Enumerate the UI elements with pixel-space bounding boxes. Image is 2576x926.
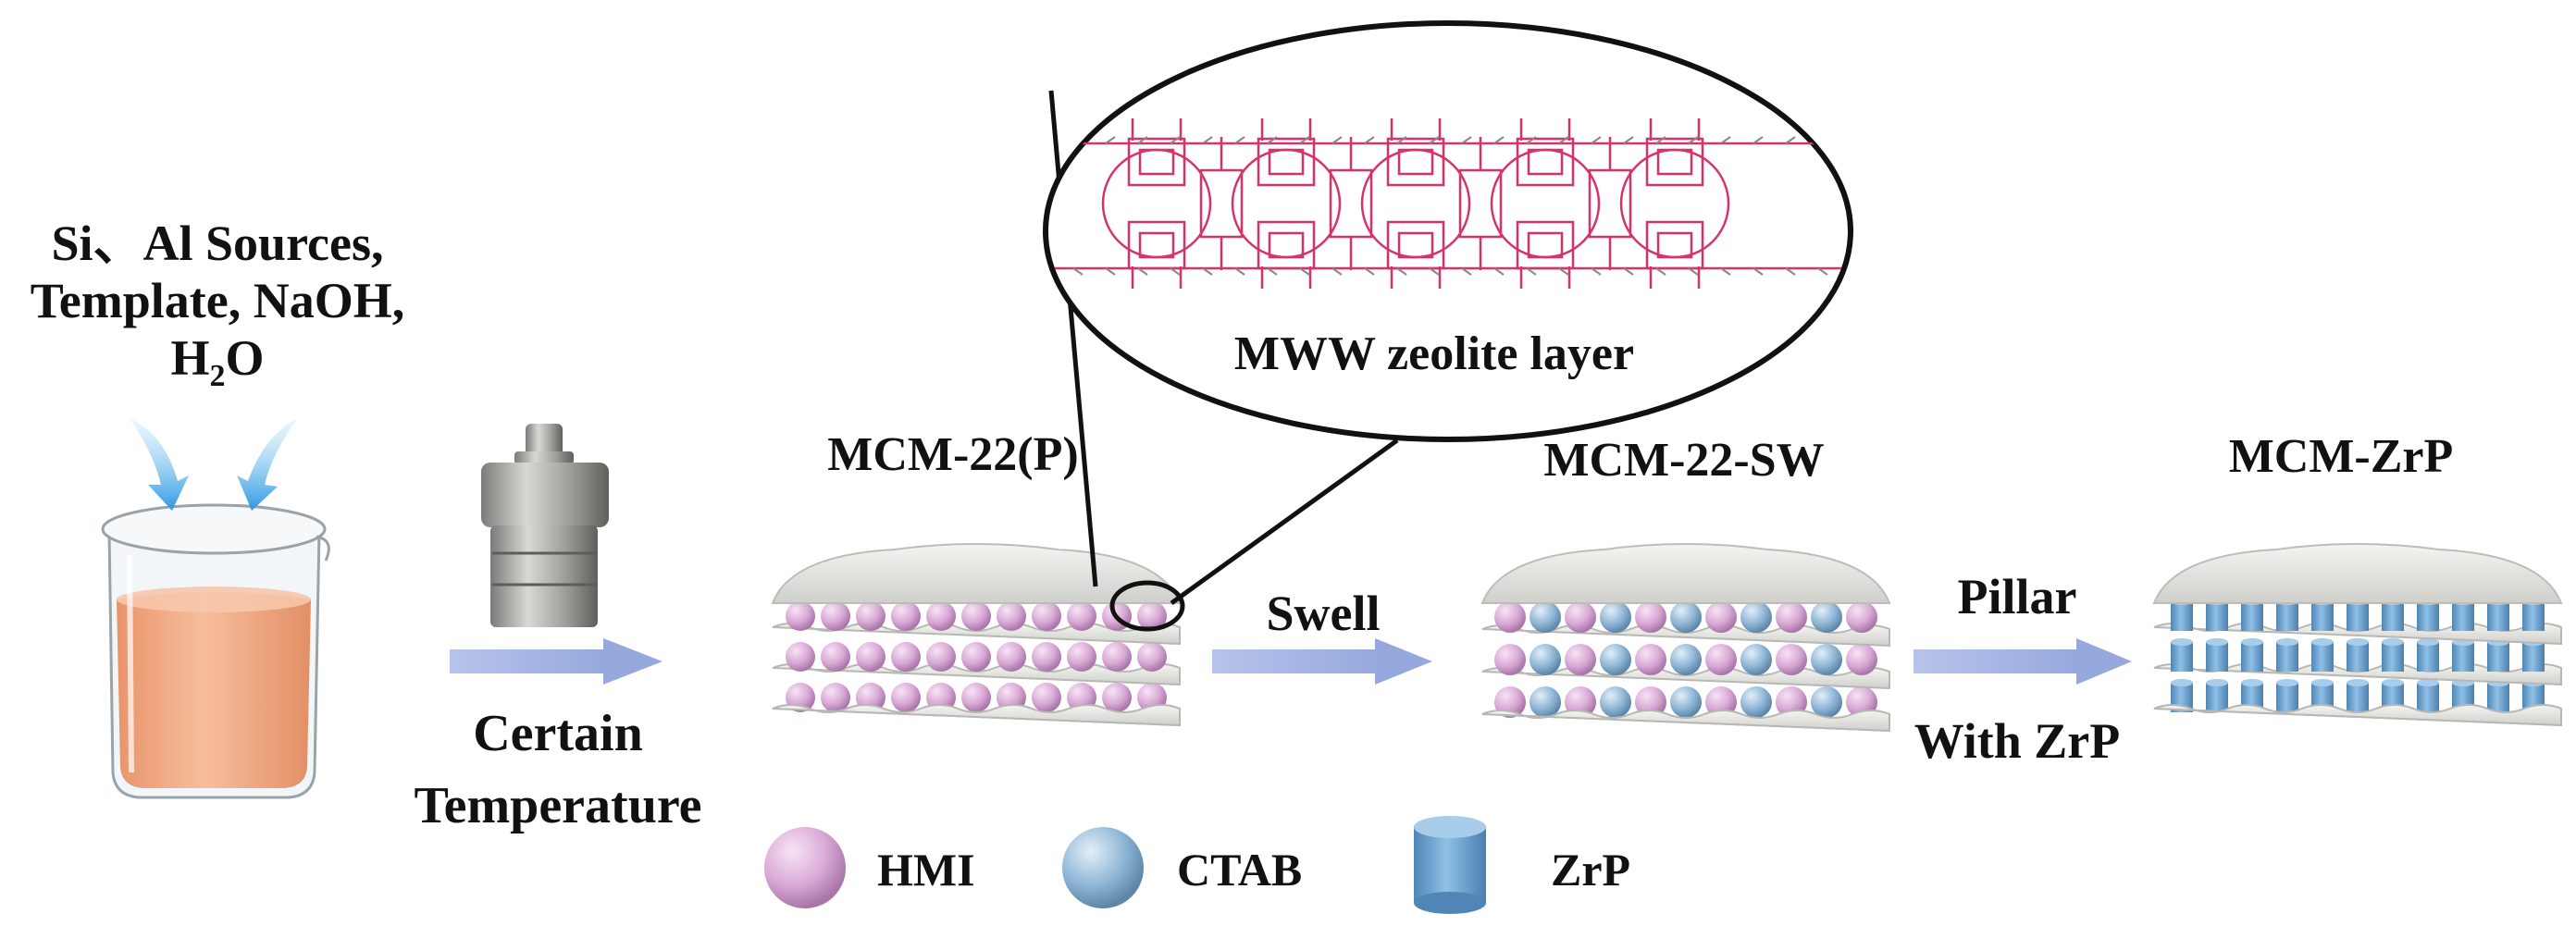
- stack-mcmzrp: [2152, 543, 2563, 727]
- legend-zrp-swatch: [1414, 816, 1486, 914]
- legend-hmi-swatch: [764, 827, 846, 908]
- arrow-heating-icon: [450, 638, 663, 685]
- arrow-pillar-icon: [1913, 638, 2132, 685]
- zoom-origin-marker: [1109, 580, 1185, 632]
- stage-label-swollen: MCM-22-SW: [1543, 434, 1825, 487]
- legend-zrp-label: ZrP: [1551, 844, 1631, 895]
- stack-mcm22p: [771, 543, 1182, 727]
- heating-line-1: Certain: [473, 705, 643, 762]
- pillar-step-label: Pillar: [1957, 569, 2077, 624]
- feed-line-1: Si、Al Sources,: [51, 216, 384, 271]
- zoom-caption: MWW zeolite layer: [1233, 327, 1635, 380]
- heating-step-label: Certain Temperature: [387, 698, 729, 843]
- autoclave-icon: [481, 424, 609, 627]
- feed-label: Si、Al Sources, Template, NaOH, H2O: [0, 215, 435, 394]
- stage-label-precursor: MCM-22(P): [827, 428, 1079, 481]
- arrow-swell-icon: [1212, 638, 1432, 685]
- stage-label-pillared: MCM-ZrP: [2228, 430, 2454, 483]
- beaker-icon: [101, 503, 330, 799]
- feed-line-2: Template, NaOH,: [30, 273, 405, 329]
- legend-ctab-swatch: [1062, 827, 1144, 908]
- feed-arrow-right-icon: [237, 418, 298, 511]
- heating-line-2: Temperature: [414, 777, 702, 835]
- legend-ctab-label: CTAB: [1177, 844, 1303, 895]
- stack-mcm22sw: [1480, 543, 1891, 733]
- swell-step-label: Swell: [1266, 586, 1381, 641]
- legend-hmi-label: HMI: [877, 844, 975, 895]
- feed-arrow-left-icon: [130, 418, 189, 511]
- pillar-agent-label: With ZrP: [1913, 713, 2121, 769]
- feed-line-3: H2O: [170, 330, 265, 393]
